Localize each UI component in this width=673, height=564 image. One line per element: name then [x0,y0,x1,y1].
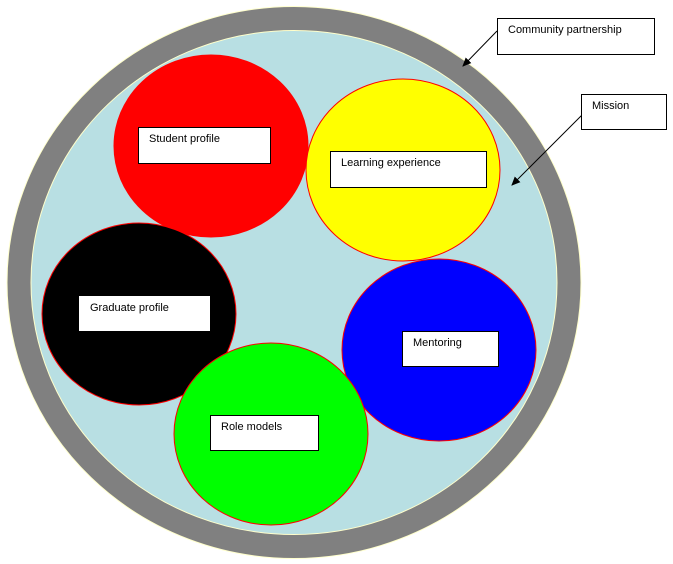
label-mentoring: Mentoring [402,331,499,367]
label-graduate-profile: Graduate profile [79,296,210,331]
label-student-profile: Student profile [138,127,271,164]
label-learning-experience: Learning experience [330,151,487,188]
callout-mission: Mission [581,94,667,130]
arrow-community-partnership [462,30,498,67]
label-role-models: Role models [210,415,319,451]
arrow-mission [511,114,583,186]
callout-community-partnership: Community partnership [497,18,655,55]
